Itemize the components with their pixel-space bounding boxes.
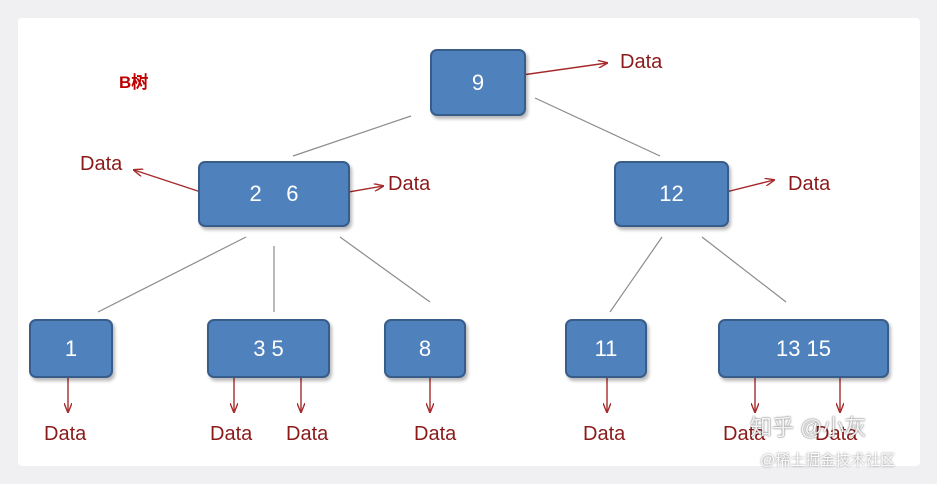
b-tree-diagram: B树 9 2 6 12 1 3 5 8 11 13 15 Data Data D… — [18, 18, 920, 466]
diagram-title: B树 — [119, 73, 149, 92]
edge-2-6-to-1 — [97, 236, 247, 313]
edge-2-6-to-8 — [339, 236, 431, 303]
data-label-8: Data — [414, 423, 457, 445]
edge-9-to-2-6 — [292, 115, 412, 157]
data-label-12: Data — [788, 173, 831, 195]
data-label-13: Data — [723, 423, 766, 445]
edge-12-to-11 — [609, 236, 663, 313]
data-label-9: Data — [620, 51, 663, 73]
watermark-zhihu: 知乎 @小灰 — [750, 415, 867, 440]
tree-node-13-15: 13 15 — [718, 319, 889, 378]
data-label-2: Data — [80, 153, 123, 175]
edge-9-to-12 — [534, 97, 661, 157]
watermark-juejin: @稀土掘金技术社区 — [760, 452, 896, 469]
data-label-11: Data — [583, 423, 626, 445]
tree-node-9: 9 — [430, 49, 526, 116]
tree-node-8: 8 — [384, 319, 466, 378]
edge-12-to-13-15 — [701, 236, 787, 303]
tree-node-11: 11 — [565, 319, 647, 378]
data-label-3: Data — [210, 423, 253, 445]
data-label-15: Data — [815, 423, 858, 445]
tree-node-12: 12 — [614, 161, 729, 227]
data-label-5: Data — [286, 423, 329, 445]
tree-node-2-6: 2 6 — [198, 161, 350, 227]
tree-node-1: 1 — [29, 319, 113, 378]
data-label-1: Data — [44, 423, 87, 445]
tree-node-3-5: 3 5 — [207, 319, 330, 378]
data-label-6: Data — [388, 173, 431, 195]
